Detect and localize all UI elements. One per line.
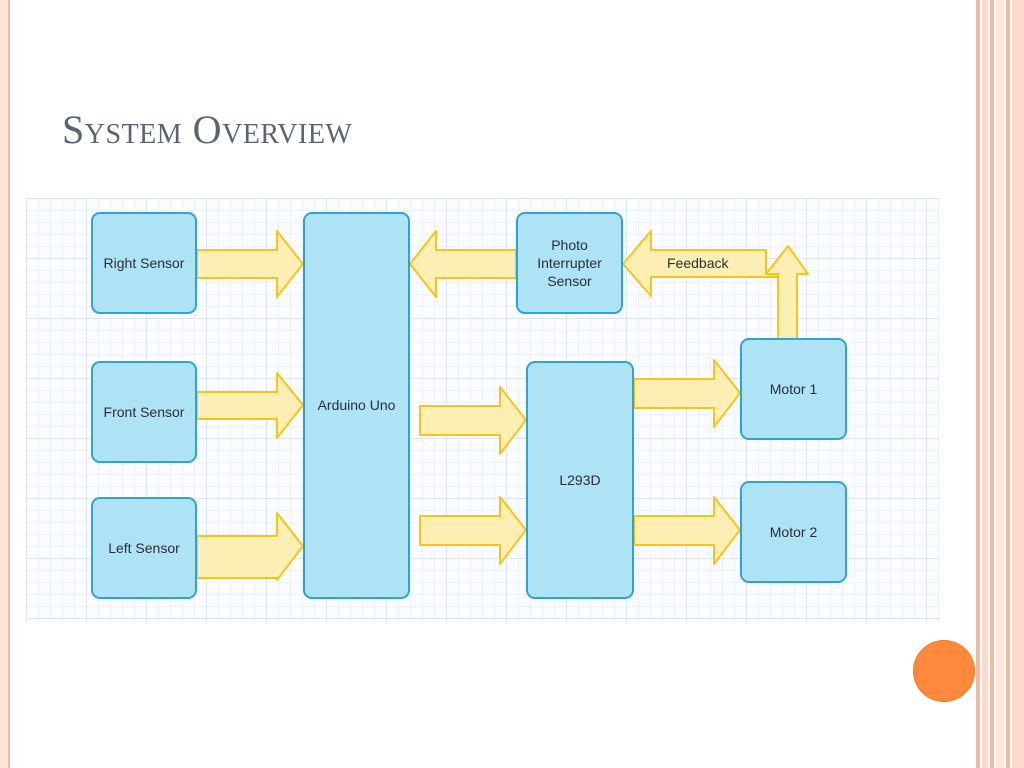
- node-arduino-uno: Arduino Uno: [303, 212, 410, 599]
- slide-title: System Overview: [62, 107, 353, 152]
- node-l293d: L293D: [526, 361, 634, 599]
- arrow-photo-interrupter-to-arduino: [409, 230, 517, 298]
- node-motor-1: Motor 1: [740, 338, 847, 440]
- arrow-l293d-to-motor1: [633, 359, 741, 428]
- right-stripes-decoration: [976, 0, 1024, 768]
- node-right-sensor: Right Sensor: [91, 212, 197, 314]
- node-front-sensor: Front Sensor: [91, 361, 197, 463]
- block-diagram: Right Sensor Front Sensor Left Sensor Ar…: [26, 198, 940, 622]
- left-border-decoration: [0, 0, 10, 768]
- edge-label-feedback: Feedback: [667, 255, 729, 271]
- arrow-arduino-to-l293d-top: [419, 386, 527, 455]
- diagram-arrows: [196, 230, 809, 581]
- arrow-l293d-to-motor2: [633, 496, 741, 565]
- arrow-left-sensor-to-arduino: [196, 512, 304, 581]
- arrow-right-sensor-to-arduino: [196, 230, 304, 298]
- accent-circle-decoration: [913, 640, 975, 702]
- arrow-arduino-to-l293d-bottom: [419, 496, 527, 565]
- arrow-front-sensor-to-arduino: [196, 372, 304, 439]
- node-left-sensor: Left Sensor: [91, 497, 197, 599]
- node-motor-2: Motor 2: [740, 481, 847, 583]
- node-photo-interrupter-sensor: Photo Interrupter Sensor: [516, 212, 623, 314]
- arrow-feedback-motor1-to-photo-interrupter: [622, 230, 809, 341]
